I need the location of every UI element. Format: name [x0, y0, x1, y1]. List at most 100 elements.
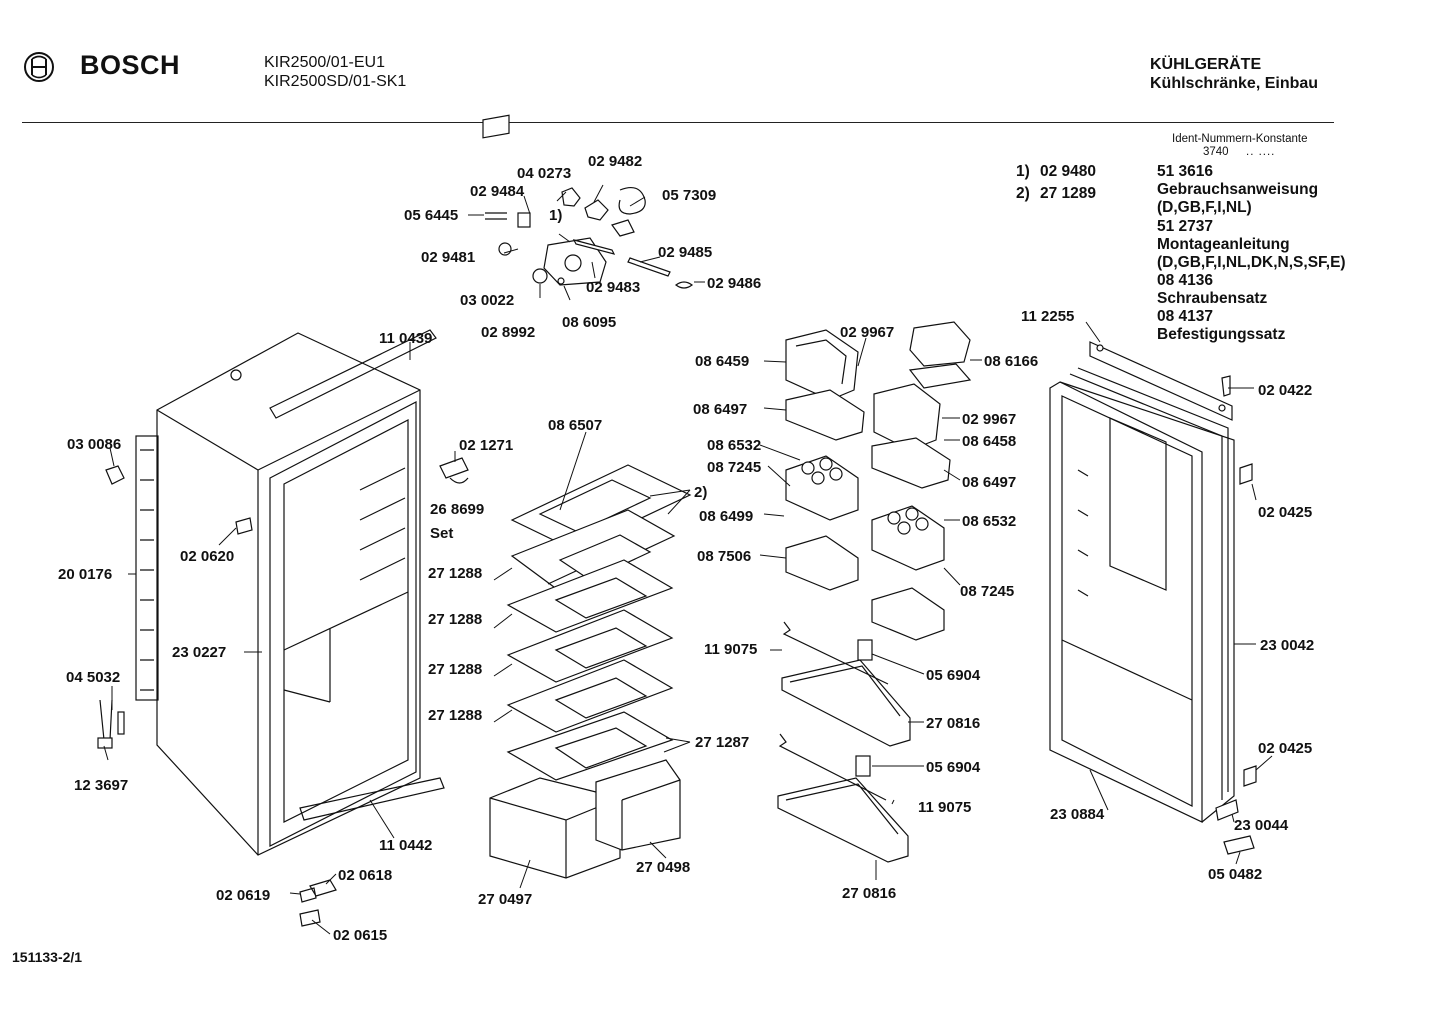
part-03-0086: [105, 465, 125, 485]
category-title: KÜHLGERÄTE: [1150, 56, 1262, 73]
doc-line: 08 4137: [1157, 308, 1214, 325]
part-label: 02 9481: [421, 249, 475, 266]
part-label: 27 0816: [926, 715, 980, 732]
part-label: 04 5032: [66, 669, 120, 686]
doc-line: 51 2737: [1157, 218, 1214, 235]
part-label: 02 1271: [459, 437, 513, 454]
part-label: 08 7506: [697, 548, 751, 565]
part-label: 02 9485: [658, 244, 712, 261]
part-label: 03 0022: [460, 292, 514, 309]
part-label: 08 6497: [962, 474, 1016, 491]
part-label: 02 0425: [1258, 740, 1312, 757]
part-label: 02 9483: [586, 279, 640, 296]
part-04-5032: [117, 711, 125, 735]
brand-name: BOSCH: [80, 50, 181, 80]
part-label: 08 6166: [984, 353, 1038, 370]
ident-heading: Ident-Nummern-Konstante: [1172, 133, 1308, 145]
note-marker-2: 2): [1016, 185, 1030, 202]
part-label: 23 0044: [1234, 817, 1289, 834]
part-26-8699: [439, 457, 469, 484]
part-02-0618: [299, 879, 337, 903]
part-label: 05 0482: [1208, 866, 1262, 883]
part-label: 11 9075: [704, 641, 757, 658]
note-part-2: 27 1289: [1040, 185, 1097, 202]
part-label: 2): [694, 484, 707, 501]
part-label: 23 0884: [1050, 806, 1105, 823]
part-label: 02 9967: [840, 324, 894, 341]
doc-line: Gebrauchsanweisung: [1157, 181, 1319, 198]
drawing-number: 151133-2/1: [12, 949, 83, 965]
model-number-1: KIR2500/01-EU1: [264, 54, 385, 71]
doc-line: (D,GB,F,I,NL): [1157, 199, 1252, 216]
part-label: 23 0227: [172, 644, 226, 661]
thermostat-assembly: [482, 114, 694, 289]
part-label: 02 0422: [1258, 382, 1312, 399]
part-label: 11 9075: [918, 799, 971, 816]
shelf-stack: [489, 464, 692, 879]
category-subtitle: Kühlschränke, Einbau: [1150, 75, 1319, 92]
part-label: 05 6904: [926, 759, 981, 776]
part-label: 08 6532: [962, 513, 1016, 530]
part-label: 27 0497: [478, 891, 532, 908]
part-label: 02 0620: [180, 548, 234, 565]
fridge-cabinet: [135, 329, 445, 856]
part-label: 08 6532: [707, 437, 761, 454]
doc-line: Schraubensatz: [1157, 290, 1268, 307]
note-part-1: 02 9480: [1040, 163, 1097, 180]
part-02-0620: [235, 517, 253, 535]
part-label: 12 3697: [74, 777, 128, 794]
part-label: 02 9967: [962, 411, 1016, 428]
part-label: 27 1287: [695, 734, 749, 751]
part-label: 02 9484: [470, 183, 525, 200]
part-label: 05 6445: [404, 207, 458, 224]
part-label: 27 1288: [428, 707, 482, 724]
part-labels: 04 0273 02 9482 02 9484 05 7309 05 6445 …: [58, 153, 1314, 944]
part-label: 08 6497: [693, 401, 747, 418]
part-label: 08 6459: [695, 353, 749, 370]
part-label: 02 0615: [333, 927, 387, 944]
part-label: 08 6458: [962, 433, 1016, 450]
part-12-3697: [99, 699, 113, 741]
header-divider: [22, 122, 1334, 123]
part-label: 02 0619: [216, 887, 270, 904]
part-label: 08 6095: [562, 314, 616, 331]
part-label: 02 0618: [338, 867, 392, 884]
model-number-2: KIR2500SD/01-SK1: [264, 73, 407, 90]
fridge-door: [1049, 341, 1257, 855]
part-label: 27 1288: [428, 565, 482, 582]
part-label: 11 0442: [379, 837, 432, 854]
part-label: 1): [549, 207, 562, 224]
doc-line: 08 4136: [1157, 272, 1214, 289]
part-label: 27 1288: [428, 661, 482, 678]
part-label: 27 0816: [842, 885, 896, 902]
part-label: 05 7309: [662, 187, 716, 204]
part-label: 04 0273: [517, 165, 571, 182]
ident-dots: .. ....: [1246, 146, 1276, 158]
part-label: 08 7245: [707, 459, 761, 476]
part-label: 08 6499: [699, 508, 753, 525]
part-label: 11 2255: [1021, 308, 1074, 325]
ident-constant: 3740: [1203, 146, 1229, 158]
leader-lines: [103, 184, 1273, 935]
doc-line: Montageanleitung: [1157, 236, 1290, 253]
part-label: 02 9482: [588, 153, 642, 170]
doc-line: 51 3616: [1157, 163, 1214, 180]
part-label: 27 0498: [636, 859, 690, 876]
part-label: 08 6507: [548, 417, 602, 434]
part-label: 05 6904: [926, 667, 981, 684]
bosch-logo-icon: [24, 52, 54, 82]
doc-line: Befestigungssatz: [1157, 326, 1286, 343]
part-label: 03 0086: [67, 436, 121, 453]
part-label: 02 8992: [481, 324, 535, 341]
part-label: 27 1288: [428, 611, 482, 628]
part-label: 02 0425: [1258, 504, 1312, 521]
part-label: 20 0176: [58, 566, 112, 583]
part-label: Set: [430, 525, 453, 542]
door-storage-parts: [777, 321, 972, 863]
part-label: 02 9486: [707, 275, 761, 292]
part-label: 26 8699: [430, 501, 484, 518]
part-label: 23 0042: [1260, 637, 1314, 654]
doc-line: (D,GB,F,I,NL,DK,N,S,SF,E): [1157, 254, 1346, 271]
note-marker-1: 1): [1016, 163, 1030, 180]
